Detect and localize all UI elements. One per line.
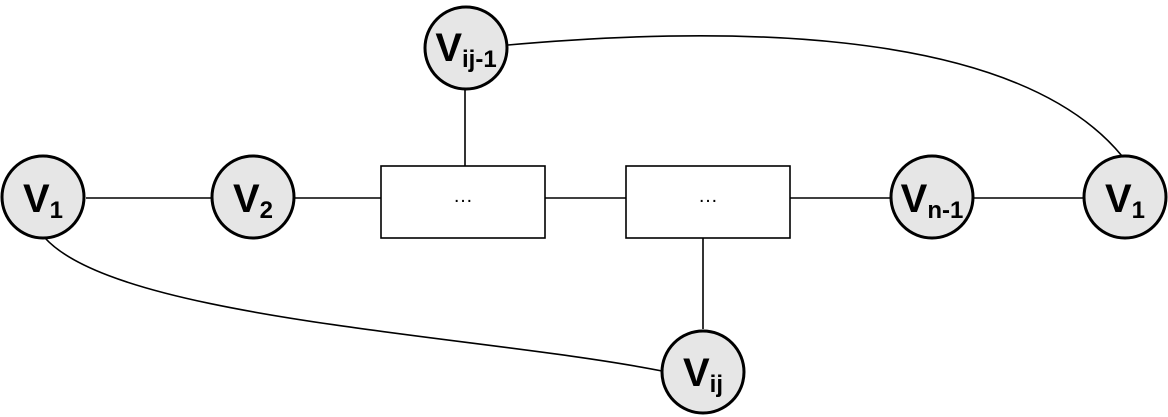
node-vij: Vij <box>660 329 746 415</box>
svg-text:V1: V1 <box>1105 177 1145 224</box>
node-v1-right: V1 <box>1082 154 1168 240</box>
node-vn-1: Vn-1 <box>889 154 975 240</box>
node-v1-right-sub: 1 <box>1132 197 1145 224</box>
box-right: … <box>625 165 791 239</box>
node-v2: V2 <box>210 154 296 240</box>
node-v1-right-base: V <box>1105 177 1132 221</box>
node-vij-1-base: V <box>435 26 462 70</box>
node-v1-left: V1 <box>0 154 86 240</box>
node-v1-left-sub: 1 <box>50 197 63 224</box>
edge-v1-left-vij <box>44 237 663 372</box>
svg-text:Vij: Vij <box>683 351 723 398</box>
node-vij-sub: ij <box>710 371 723 398</box>
node-v2-sub: 2 <box>260 197 273 224</box>
svg-text:V2: V2 <box>233 177 273 224</box>
edge-vij-1-v1-right <box>507 34 1123 157</box>
node-vn-1-base: V <box>901 177 928 221</box>
node-vn-1-sub: n-1 <box>927 197 963 224</box>
node-v1-left-base: V <box>23 177 50 221</box>
svg-text:V1: V1 <box>23 177 63 224</box>
edges <box>44 34 1123 372</box>
node-vij-base: V <box>683 351 710 395</box>
node-vij-1-sub: ij-1 <box>462 46 497 73</box>
node-vij-1: Vij-1 <box>423 5 509 91</box>
box-left: … <box>380 165 546 239</box>
svg-text:Vij-1: Vij-1 <box>435 26 496 73</box>
node-v2-base: V <box>233 177 260 221</box>
box-left-label: … <box>453 185 473 207</box>
box-right-label: … <box>698 185 718 207</box>
svg-text:Vn-1: Vn-1 <box>901 177 964 224</box>
